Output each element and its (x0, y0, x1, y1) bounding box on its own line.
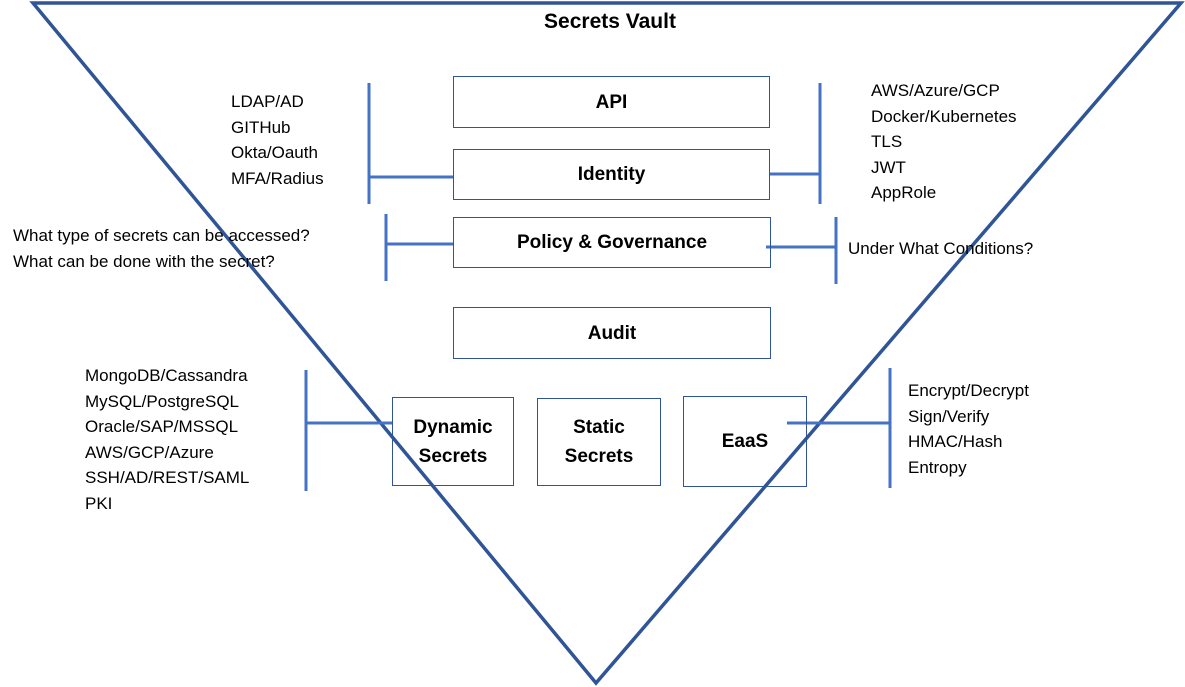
list-item: Encrypt/Decrypt (908, 381, 1029, 400)
static-secrets-label-line2: Secrets (564, 446, 634, 467)
policy-questions-left: What type of secrets can be accessed? Wh… (13, 223, 310, 274)
list-item: What can be done with the secret? (13, 251, 275, 271)
list-item: LDAP/AD (231, 92, 304, 111)
identity-layer-box: Identity (453, 149, 770, 200)
dynamic-secrets-backends: MongoDB/Cassandra MySQL/PostgreSQL Oracl… (85, 363, 249, 516)
list-item: MFA/Radius (231, 168, 324, 188)
policy-questions-right: Under What Conditions? (848, 236, 1033, 262)
list-item: MongoDB/Cassandra (85, 366, 248, 385)
dynamic-secrets-label-line2: Secrets (418, 445, 488, 467)
policy-layer-label: Policy & Governance (516, 232, 708, 253)
eaas-operations: Encrypt/Decrypt Sign/Verify HMAC/Hash En… (908, 378, 1029, 480)
diagram-title: Secrets Vault (544, 10, 676, 33)
list-item: Sign/Verify (908, 406, 990, 426)
vault-triangle (29, 1, 1185, 686)
dynamic-secrets-box: Dynamic Secrets (392, 397, 514, 486)
list-item: JWT (871, 157, 906, 177)
list-item: TLS (871, 132, 903, 151)
api-layer-box: API (453, 76, 770, 128)
list-item: What type of secrets can be accessed? (13, 226, 310, 245)
list-item: PKI (85, 493, 113, 513)
list-item: GITHub (231, 117, 291, 137)
list-item: AppRole (871, 183, 937, 202)
identity-auth-methods-left: LDAP/AD GITHub Okta/Oauth MFA/Radius (231, 89, 324, 191)
api-layer-label: API (595, 91, 628, 113)
list-item: AWS/Azure/GCP (871, 81, 1000, 100)
static-secrets-box: Static Secrets (537, 398, 661, 486)
list-item: Entropy (908, 457, 967, 477)
list-item: Docker/Kubernetes (871, 106, 1017, 126)
list-item: Oracle/SAP/MSSQL (85, 417, 239, 436)
list-item: Okta/Oauth (231, 143, 318, 162)
policy-layer-box: Policy & Governance (453, 217, 771, 268)
identity-layer-label: Identity (577, 164, 646, 185)
dynamic-secrets-label-line1: Dynamic (413, 416, 493, 438)
eaas-box: EaaS (683, 396, 807, 487)
list-item: Under What Conditions? (848, 239, 1034, 258)
list-item: AWS/GCP/Azure (85, 442, 214, 462)
audit-layer-label: Audit (587, 322, 637, 344)
list-item: MySQL/PostgreSQL (85, 391, 240, 411)
identity-auth-methods-right: AWS/Azure/GCP Docker/Kubernetes TLS JWT … (871, 78, 1017, 206)
static-secrets-label-line1: Static (573, 417, 625, 438)
eaas-label: EaaS (721, 431, 769, 452)
audit-layer-box: Audit (453, 307, 771, 359)
list-item: HMAC/Hash (908, 432, 1003, 451)
list-item: SSH/AD/REST/SAML (85, 468, 250, 487)
